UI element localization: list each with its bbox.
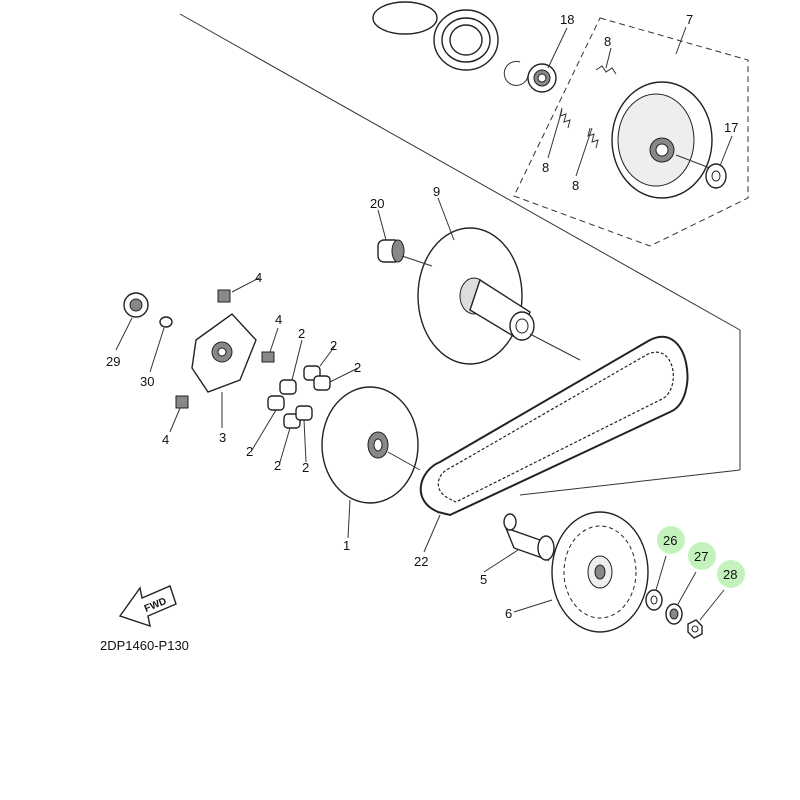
part-label-2-f: 2 bbox=[302, 460, 309, 475]
collar-20 bbox=[377, 239, 433, 267]
circlip bbox=[503, 60, 529, 86]
o-ring-30 bbox=[159, 316, 173, 328]
clutch-carrier-7 bbox=[611, 81, 716, 199]
part-label-8-b: 8 bbox=[542, 160, 549, 175]
sliders-4 bbox=[175, 289, 275, 409]
part-label-8-c: 8 bbox=[572, 178, 579, 193]
part-label-2-e: 2 bbox=[274, 458, 281, 473]
catalog-code: 2DP1460-P130 bbox=[100, 638, 189, 653]
washer-17 bbox=[705, 163, 727, 189]
part-label-1: 1 bbox=[343, 538, 350, 553]
leader-lines bbox=[115, 26, 733, 621]
part-label-5: 5 bbox=[480, 572, 487, 587]
part-label-8: 8 bbox=[604, 34, 611, 49]
part-label-6: 6 bbox=[505, 606, 512, 621]
part-label-17: 17 bbox=[724, 120, 738, 135]
oil-seal-29 bbox=[123, 292, 149, 318]
secondary-sheave-9 bbox=[417, 227, 581, 365]
part-label-2: 2 bbox=[298, 326, 305, 341]
clutch-shoe-springs bbox=[559, 65, 617, 149]
part-label-26: 26 bbox=[663, 533, 677, 548]
weight-rollers-2 bbox=[267, 365, 331, 429]
primary-sliding-sheave-1 bbox=[321, 386, 421, 504]
nut-28 bbox=[687, 619, 703, 639]
part-label-4-c: 4 bbox=[162, 432, 169, 447]
v-belt-22 bbox=[419, 336, 689, 517]
part-label-9: 9 bbox=[433, 184, 440, 199]
part-label-22: 22 bbox=[414, 554, 428, 569]
fwd-direction-arrow: FWD bbox=[118, 585, 177, 628]
part-label-7: 7 bbox=[686, 12, 693, 27]
clutch-spring bbox=[372, 1, 499, 71]
assembly-frame-lines bbox=[179, 13, 741, 496]
part-labels: 18 7 8 8 8 17 20 9 4 4 2 2 2 29 30 4 3 2… bbox=[106, 12, 738, 621]
part-label-3: 3 bbox=[219, 430, 226, 445]
cam-3 bbox=[191, 313, 257, 393]
primary-fixed-sheave-6 bbox=[551, 511, 649, 633]
part-label-27: 27 bbox=[694, 549, 708, 564]
part-label-2-c: 2 bbox=[354, 360, 361, 375]
part-label-2-d: 2 bbox=[246, 444, 253, 459]
bearing-18 bbox=[527, 63, 557, 93]
part-label-20: 20 bbox=[370, 196, 384, 211]
part-label-29: 29 bbox=[106, 354, 120, 369]
washer-27 bbox=[665, 603, 683, 625]
part-label-28: 28 bbox=[723, 567, 737, 582]
collar-5 bbox=[503, 513, 555, 562]
part-label-30: 30 bbox=[140, 374, 154, 389]
washer-26 bbox=[645, 589, 663, 611]
part-label-2-b: 2 bbox=[330, 338, 337, 353]
highlight-28 bbox=[717, 560, 745, 588]
part-label-18: 18 bbox=[560, 12, 574, 27]
part-label-4: 4 bbox=[255, 270, 262, 285]
highlight-27 bbox=[688, 542, 716, 570]
highlight-26 bbox=[657, 526, 685, 554]
highlight-markers bbox=[657, 526, 745, 588]
part-label-4-b: 4 bbox=[275, 312, 282, 327]
